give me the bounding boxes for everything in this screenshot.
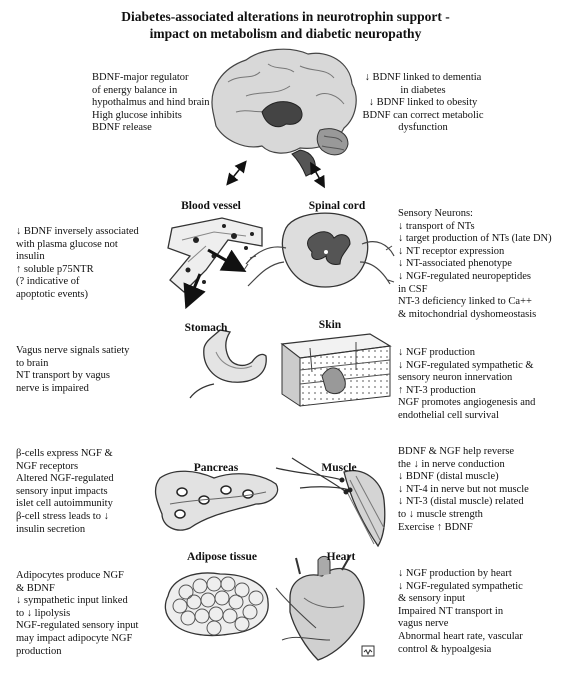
spinal-cord-text: Sensory Neurons: ↓ transport of NTs ↓ ta… [398, 208, 552, 320]
heart-illustration [275, 555, 375, 661]
heading-spinal-cord: Spinal cord [308, 200, 366, 212]
brain-to-spinal-cord-arrow [310, 161, 325, 189]
adipose-text: Adipocytes produce NGF & BDNF ↓ sympathe… [16, 570, 139, 657]
title-line-1: Diabetes-associated alterations in neuro… [121, 9, 450, 24]
brain-illustration [211, 48, 357, 177]
muscle-text: BDNF & NGF help reverse the ↓ in nerve c… [398, 446, 529, 533]
title-line-2: impact on metabolism and diabetic neurop… [149, 26, 422, 41]
heading-stomach: Stomach [184, 322, 228, 334]
muscle-illustration [275, 457, 386, 548]
blood-vessel-text: ↓ BDNF inversely associated with plasma … [16, 226, 139, 300]
heading-heart: Heart [326, 551, 356, 563]
heading-blood-vessel: Blood vessel [181, 200, 241, 212]
heading-adipose-tissue: Adipose tissue [187, 551, 257, 563]
heading-muscle: Muscle [321, 462, 357, 474]
heart-text: ↓ NGF production by heart ↓ NGF-regulate… [398, 568, 523, 655]
brain-to-blood-vessel-arrow [226, 160, 247, 186]
stomach-text: Vagus nerve signals satiety to brain NT … [16, 345, 130, 394]
brain-right-text: ↓ BDNF linked to dementia in diabetes ↓ … [362, 72, 484, 134]
pancreas-text: β-cells express NGF & NGF receptors Alte… [16, 448, 114, 535]
pancreas-illustration [154, 470, 279, 531]
spinal-cord-illustration [243, 212, 395, 288]
figure-title: Diabetes-associated alterations in neuro… [0, 8, 571, 42]
heading-pancreas: Pancreas [193, 462, 239, 474]
skin-illustration [280, 333, 392, 407]
stomach-illustration [189, 329, 267, 399]
skin-text: ↓ NGF production ↓ NGF-regulated sympath… [398, 347, 536, 421]
heading-skin: Skin [318, 319, 342, 331]
brain-left-text: BDNF-major regulator of energy balance i… [92, 72, 210, 134]
blood-vessel-illustration [167, 217, 263, 310]
adipose-illustration [164, 572, 269, 637]
